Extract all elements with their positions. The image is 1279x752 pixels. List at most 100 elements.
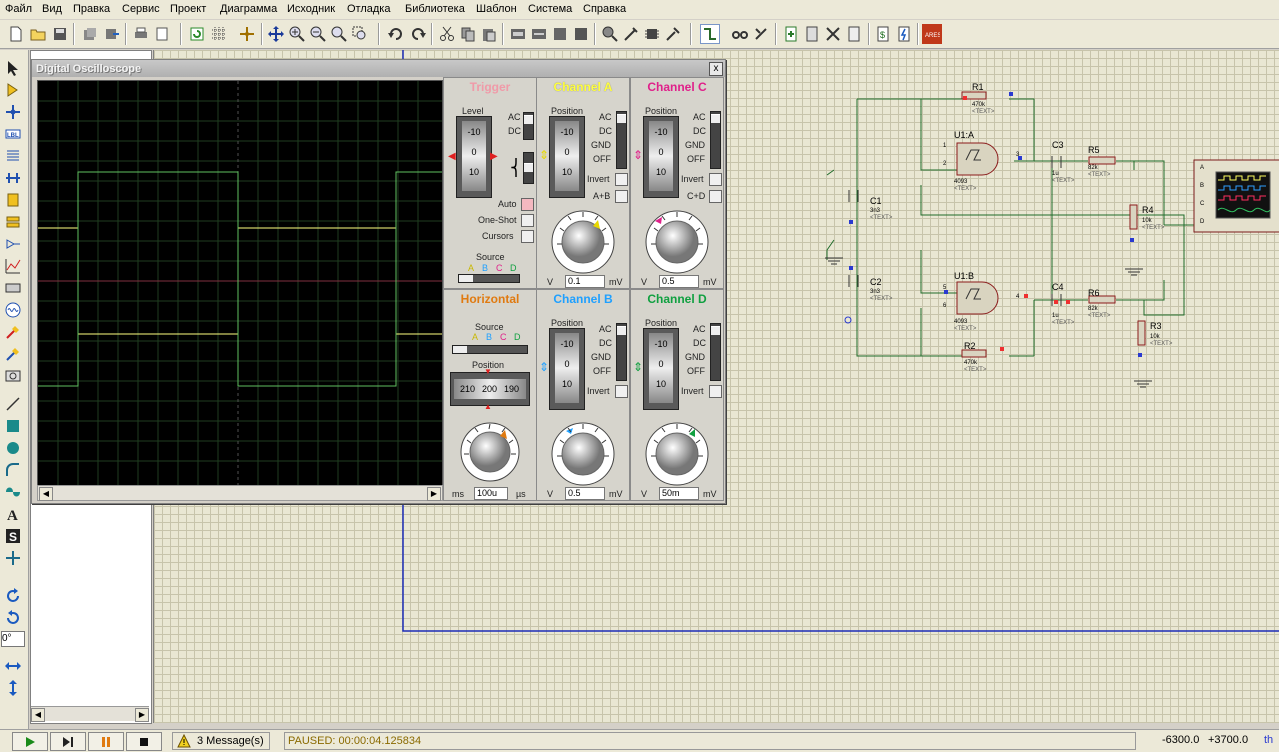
mirror-horizontal-icon[interactable]: [4, 657, 22, 675]
origin-icon[interactable]: [237, 24, 257, 44]
menu-tools[interactable]: Сервис: [122, 3, 160, 15]
mirror-vertical-icon[interactable]: [4, 679, 22, 697]
scroll-right-icon[interactable]: ▶: [427, 487, 441, 501]
channel-b-volts-knob[interactable]: [539, 412, 627, 486]
generator-icon[interactable]: [4, 301, 22, 319]
grid-icon[interactable]: [209, 24, 229, 44]
trigger-oneshot-button[interactable]: [521, 214, 534, 227]
part-ref-r1[interactable]: R1: [972, 82, 984, 92]
selection-mode-icon[interactable]: [4, 59, 22, 77]
text-script-icon[interactable]: [4, 147, 22, 165]
copy-icon[interactable]: [458, 24, 478, 44]
zoom-all-icon[interactable]: [329, 24, 349, 44]
tape-recorder-icon[interactable]: [4, 279, 22, 297]
trigger-auto-button[interactable]: [521, 198, 534, 211]
pause-button[interactable]: [88, 732, 124, 751]
new-sheet-icon[interactable]: [781, 24, 801, 44]
part-ref-r2[interactable]: R2: [964, 341, 976, 351]
scroll-left-icon[interactable]: ◀: [31, 708, 45, 722]
electrical-rule-check-icon[interactable]: [894, 24, 914, 44]
part-ref-u1a[interactable]: U1:A: [954, 130, 975, 140]
import-icon[interactable]: [80, 24, 100, 44]
scope-display[interactable]: [37, 80, 443, 486]
print-icon[interactable]: [131, 24, 151, 44]
print-area-icon[interactable]: [152, 24, 172, 44]
oscilloscope-titlebar[interactable]: Digital Oscilloscope x: [32, 60, 725, 77]
make-device-icon[interactable]: [621, 24, 641, 44]
horizontal-position-drum[interactable]: 210 200 190: [450, 372, 530, 406]
menu-project[interactable]: Проект: [170, 3, 207, 15]
channel-d-value-field[interactable]: 50m: [659, 487, 699, 500]
part-ref-c1[interactable]: C1: [870, 196, 882, 206]
rotation-angle-field[interactable]: 0°: [1, 631, 25, 647]
paste-icon[interactable]: [479, 24, 499, 44]
channel-a-position-drum[interactable]: -10 0 10: [549, 116, 585, 198]
voltage-probe-icon[interactable]: [4, 323, 22, 341]
zoom-area-icon[interactable]: [350, 24, 370, 44]
zoom-to-child-icon[interactable]: [844, 24, 864, 44]
channel-d-volts-knob[interactable]: [633, 412, 721, 486]
channel-b-position-drum[interactable]: -10 0 10: [549, 328, 585, 410]
trigger-source-b[interactable]: B: [482, 263, 489, 273]
box-tool-icon[interactable]: [4, 417, 22, 435]
channel-a-coupling-switch[interactable]: [616, 111, 627, 169]
block-copy-icon[interactable]: [508, 24, 528, 44]
oscilloscope-window[interactable]: Digital Oscilloscope x ◀ ▶ Trigger Level…: [31, 59, 726, 504]
menu-help[interactable]: Справка: [583, 3, 627, 15]
menu-view[interactable]: Вид: [42, 3, 62, 15]
symbol-tool-icon[interactable]: S: [4, 527, 22, 545]
bill-of-materials-icon[interactable]: $: [873, 24, 893, 44]
scope-horizontal-scrollbar[interactable]: ◀ ▶: [37, 485, 443, 501]
object-selector-scrollbar[interactable]: ◀ ▶: [31, 706, 149, 722]
channel-a-invert-button[interactable]: [615, 173, 628, 186]
trigger-cursors-button[interactable]: [521, 230, 534, 243]
exit-to-parent-icon[interactable]: [823, 24, 843, 44]
line-tool-icon[interactable]: [4, 395, 22, 413]
undo-icon[interactable]: [386, 24, 406, 44]
part-ref-c2[interactable]: C2: [870, 277, 882, 287]
wire-label-icon[interactable]: LBL: [4, 125, 22, 143]
part-ref-c4[interactable]: C4: [1052, 282, 1064, 292]
remove-sheet-icon[interactable]: [802, 24, 822, 44]
bus-icon[interactable]: [4, 169, 22, 187]
graph-icon[interactable]: [4, 257, 22, 275]
circle-tool-icon[interactable]: [4, 439, 22, 457]
channel-c-sum-button[interactable]: [709, 190, 722, 203]
rotate-counterclockwise-icon[interactable]: [4, 609, 22, 627]
menu-system[interactable]: Система: [528, 3, 573, 15]
horizontal-source-a[interactable]: A: [472, 332, 479, 342]
redraw-icon[interactable]: [187, 24, 207, 44]
part-ref-r3[interactable]: R3: [1150, 321, 1162, 331]
horizontal-source-slider[interactable]: [452, 345, 528, 354]
trigger-coupling-switch[interactable]: [523, 112, 534, 140]
trigger-source-a[interactable]: A: [468, 263, 475, 273]
junction-dot-icon[interactable]: [4, 103, 22, 121]
channel-c-position-drum[interactable]: -10 0 10: [643, 116, 679, 198]
property-tool-icon[interactable]: [751, 24, 771, 44]
units-indicator[interactable]: th: [1264, 734, 1274, 746]
channel-a-value-field[interactable]: 0.1: [565, 275, 605, 288]
trigger-source-slider[interactable]: [458, 274, 520, 283]
channel-d-position-drum[interactable]: -10 0 10: [643, 328, 679, 410]
virtual-instrument-icon[interactable]: [4, 367, 22, 385]
decompose-icon[interactable]: [663, 24, 683, 44]
channel-c-volts-knob[interactable]: [633, 200, 721, 274]
menu-template[interactable]: Шаблон: [476, 3, 517, 15]
pan-icon[interactable]: [266, 24, 286, 44]
channel-b-invert-button[interactable]: [615, 385, 628, 398]
redo-icon[interactable]: [408, 24, 428, 44]
channel-b-coupling-switch[interactable]: [616, 323, 627, 381]
open-folder-icon[interactable]: [28, 24, 48, 44]
part-ref-r5[interactable]: R5: [1088, 145, 1100, 155]
terminal-icon[interactable]: [4, 213, 22, 231]
zoom-out-icon[interactable]: [308, 24, 328, 44]
horizontal-source-b[interactable]: B: [486, 332, 493, 342]
device-pin-icon[interactable]: [4, 235, 22, 253]
netlist-to-ares-icon[interactable]: ARES: [922, 24, 942, 44]
horizontal-source-d[interactable]: D: [514, 332, 521, 342]
save-icon[interactable]: [50, 24, 70, 44]
menu-library[interactable]: Библиотека: [405, 3, 465, 15]
channel-c-coupling-switch[interactable]: [710, 111, 721, 169]
current-probe-icon[interactable]: [4, 345, 22, 363]
menu-source[interactable]: Исходник: [287, 3, 336, 15]
